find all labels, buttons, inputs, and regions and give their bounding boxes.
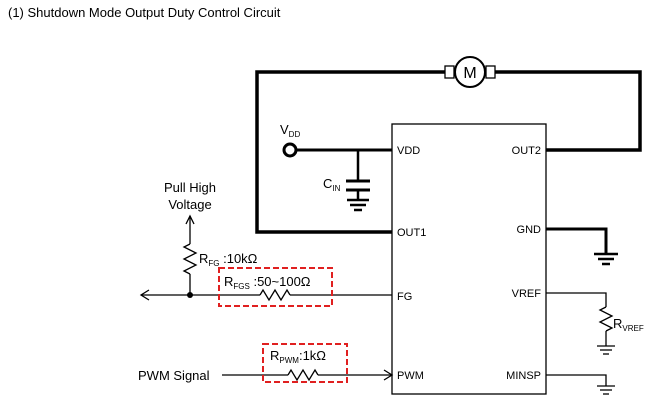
pin-gnd-label: GND (517, 224, 542, 236)
pin-vdd-label: VDD (397, 145, 420, 157)
pwm-input-wire (222, 368, 394, 382)
page-title: (1) Shutdown Mode Output Duty Control Ci… (8, 5, 281, 20)
motor-symbol: M (444, 56, 496, 88)
rfgs-highlight-box (218, 267, 333, 307)
rpwm-label: RPWM:1kΩ (270, 348, 326, 365)
pull-high-label-line1: Pull High (164, 180, 216, 195)
rfgs-label: RFGS :50~100Ω (224, 274, 311, 291)
rvref-label: RVREF (613, 316, 644, 333)
fg-junction-dot (187, 292, 193, 298)
pin-out2-label: OUT2 (512, 145, 541, 157)
vdd-supply: VDD (280, 122, 392, 158)
rfg-resistor (182, 214, 198, 295)
rpwm-highlight-box (262, 343, 348, 383)
motor-label: M (463, 65, 476, 82)
pin-out1-label: OUT1 (397, 227, 426, 239)
pull-high-label-line2: Voltage (168, 197, 211, 212)
pin-pwm-label: PWM (397, 370, 424, 382)
pin-vref-label: VREF (512, 288, 542, 300)
input-capacitor: CIN (323, 150, 370, 212)
motor-loop-wires (255, 70, 642, 234)
gnd-ground (546, 227, 618, 266)
fg-output-wire (139, 288, 392, 302)
vdd-label: VDD (280, 122, 300, 139)
pin-minsp-label: MINSP (506, 370, 541, 382)
rvref-resistor (546, 292, 615, 355)
pin-fg-label: FG (397, 291, 412, 303)
rfg-label: RFG :10kΩ (199, 251, 258, 268)
minsp-ground (546, 374, 615, 395)
pwm-signal-label: PWM Signal (138, 368, 210, 383)
cin-label: CIN (323, 176, 341, 193)
ic-package (391, 123, 547, 395)
